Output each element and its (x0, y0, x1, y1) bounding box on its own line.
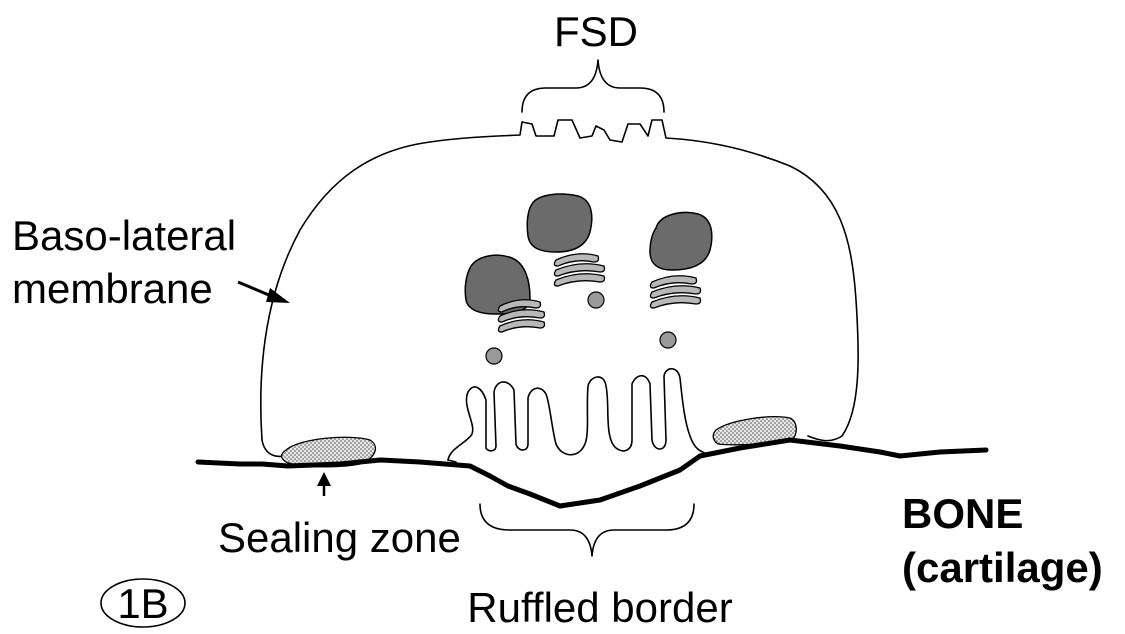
golgi-left (498, 300, 544, 332)
bone-label-line2: (cartilage) (902, 544, 1103, 591)
ruffled-border-label: Ruffled border (467, 584, 732, 631)
baso-lateral-label-line2: membrane (12, 265, 213, 312)
baso-lateral-arrowhead (266, 288, 290, 303)
ruffled-border-brace (480, 504, 694, 556)
golgi-right (650, 276, 700, 308)
fsd-brace (522, 60, 664, 112)
sealing-zone-arrowhead (317, 472, 331, 486)
panel-id-label: 1B (117, 580, 168, 627)
nucleus-center (527, 194, 592, 252)
baso-lateral-label-line1: Baso-lateral (12, 212, 236, 259)
bone-label-line1: BONE (902, 490, 1023, 537)
cell-membrane-left-foot (262, 440, 284, 456)
ruffled-border-membrane-left (448, 460, 456, 462)
golgi-center (554, 254, 604, 286)
fsd-label: FSD (554, 8, 638, 55)
vesicle-3 (660, 332, 676, 348)
vesicle-1 (588, 292, 604, 308)
nucleus-right (650, 213, 712, 270)
vesicle-2 (486, 348, 502, 364)
ruffled-border-membrane (448, 369, 708, 460)
sealing-zone-label: Sealing zone (218, 514, 461, 561)
